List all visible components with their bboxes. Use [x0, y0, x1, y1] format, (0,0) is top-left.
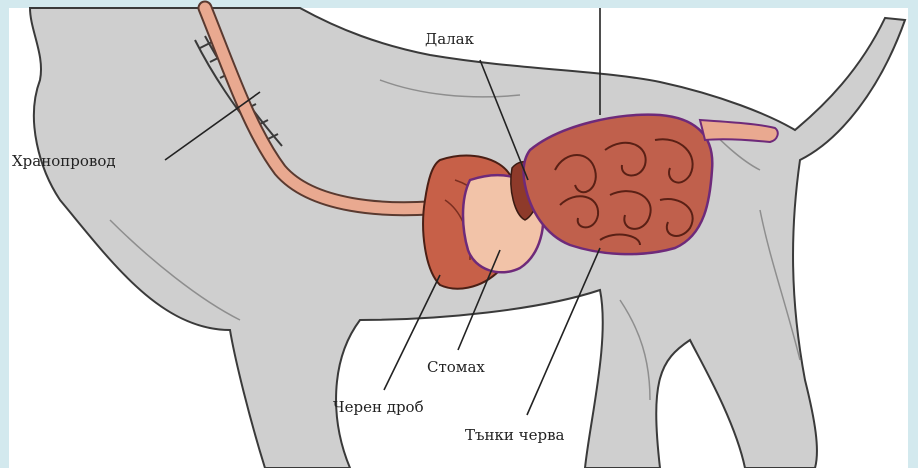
label-small-intestine: Тънки черва: [465, 426, 565, 444]
label-liver: Черен дроб: [333, 398, 424, 416]
label-stomach: Стомах: [427, 358, 485, 376]
label-spleen: Далак: [425, 30, 475, 48]
label-esophagus: Хранопровод: [12, 152, 116, 170]
